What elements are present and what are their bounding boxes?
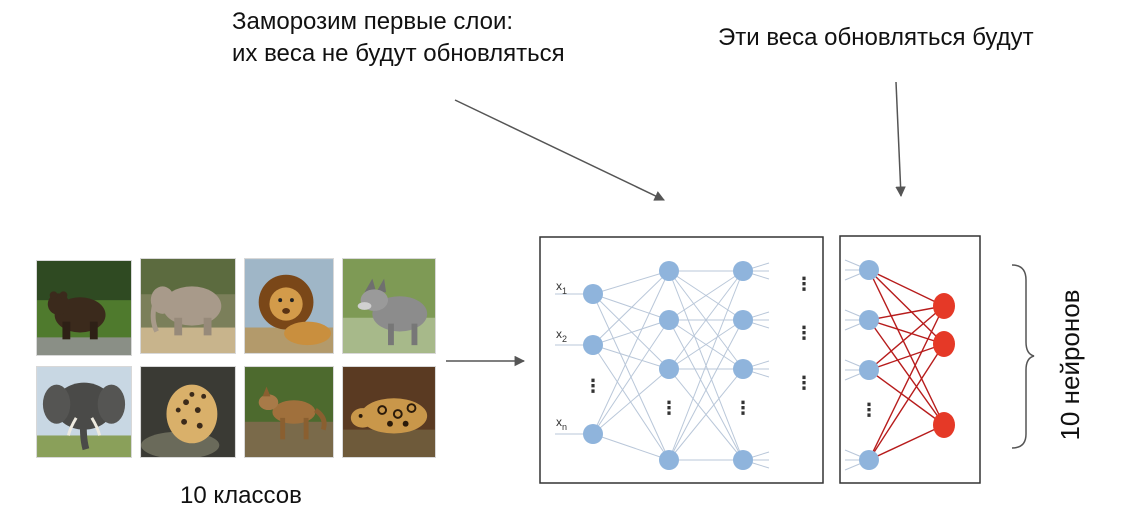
trainable-connections xyxy=(868,269,945,461)
output-neuron xyxy=(933,293,955,319)
ellipsis-marker: ⋮ xyxy=(860,400,878,421)
hidden-neuron xyxy=(733,450,753,470)
jaguar-photo xyxy=(342,366,436,458)
trainable-connection xyxy=(868,319,945,345)
frozen-connection xyxy=(592,344,670,461)
frozen-connection xyxy=(592,293,670,321)
ellipsis-marker: ⋮ xyxy=(795,373,813,394)
frozen-connection xyxy=(668,270,744,461)
frozen-connection xyxy=(668,270,744,370)
input-label-x1: x1 xyxy=(556,279,567,296)
frozen-connection xyxy=(592,270,670,295)
output-neuron xyxy=(933,412,955,438)
frozen-connection xyxy=(668,270,744,321)
trainable-caption-arrow xyxy=(895,81,906,198)
trainable-connection xyxy=(868,305,945,321)
hidden-neuron xyxy=(733,261,753,281)
trainable-connection xyxy=(868,369,945,426)
hidden-neuron xyxy=(583,424,603,444)
african-elephant-photo xyxy=(36,366,132,458)
bear-photo xyxy=(36,260,132,356)
trainable-connection xyxy=(868,424,945,461)
frozen-connection xyxy=(668,319,744,370)
frozen-connection xyxy=(592,270,670,346)
wolf-photo xyxy=(342,258,436,354)
frozen-connection xyxy=(592,319,670,346)
input-label-x2: x2 xyxy=(556,327,567,344)
trainable-connection xyxy=(868,269,945,426)
hidden-neuron xyxy=(583,335,603,355)
frozen-layers-caption: Заморозим первые слои: их веса не будут … xyxy=(232,6,565,70)
frozen-connection xyxy=(592,319,670,435)
hidden-neuron xyxy=(859,310,879,330)
input-label-xn: xn xyxy=(556,415,567,432)
leopard-photo xyxy=(140,366,236,458)
frozen-connection xyxy=(668,368,744,461)
hidden-neuron xyxy=(859,450,879,470)
ellipsis-marker: ⋮ xyxy=(795,274,813,295)
frozen-connection xyxy=(592,368,670,435)
frozen-caption-line-2: их веса не будут обновляться xyxy=(232,40,565,67)
ellipsis-marker: ⋮ xyxy=(795,323,813,344)
neurons xyxy=(583,260,955,470)
output-brace xyxy=(1011,264,1035,449)
trainable-layers-box xyxy=(839,235,981,484)
hidden-neuron xyxy=(583,284,603,304)
trainable-connection xyxy=(868,305,945,461)
trainable-connection xyxy=(868,343,945,461)
frozen-connection xyxy=(592,433,670,461)
frozen-connection xyxy=(592,270,670,435)
trainable-connection xyxy=(868,269,945,307)
frozen-connection xyxy=(668,319,744,461)
output-neuron xyxy=(933,331,955,357)
trainable-connection xyxy=(868,305,945,371)
ellipsis-marker: ⋮ xyxy=(660,398,678,419)
ellipsis-marker: ⋮ xyxy=(734,398,752,419)
hidden-neuron xyxy=(733,359,753,379)
hidden-neuron xyxy=(659,310,679,330)
frozen-caption-arrow xyxy=(454,99,665,201)
hidden-neuron xyxy=(859,360,879,380)
frozen-layers-box xyxy=(539,236,824,484)
trainable-connection xyxy=(868,319,945,426)
frozen-connections xyxy=(555,259,870,471)
elephant-photo xyxy=(140,258,236,354)
jackal-photo xyxy=(244,366,334,458)
classes-caption: 10 классов xyxy=(180,482,302,509)
ellipsis-marker: ⋮ xyxy=(584,376,602,397)
frozen-connection xyxy=(592,344,670,370)
hidden-neuron xyxy=(659,450,679,470)
frozen-caption-line-1: Заморозим первые слои: xyxy=(232,8,514,35)
hidden-neuron xyxy=(659,359,679,379)
hidden-neuron xyxy=(733,310,753,330)
trainable-connection xyxy=(868,343,945,371)
hidden-neuron xyxy=(659,261,679,281)
lion-photo xyxy=(244,258,334,354)
trainable-layers-caption: Эти веса обновляться будут xyxy=(718,24,1034,51)
trainable-connection xyxy=(868,269,945,345)
frozen-connection xyxy=(592,293,670,370)
hidden-neuron xyxy=(859,260,879,280)
